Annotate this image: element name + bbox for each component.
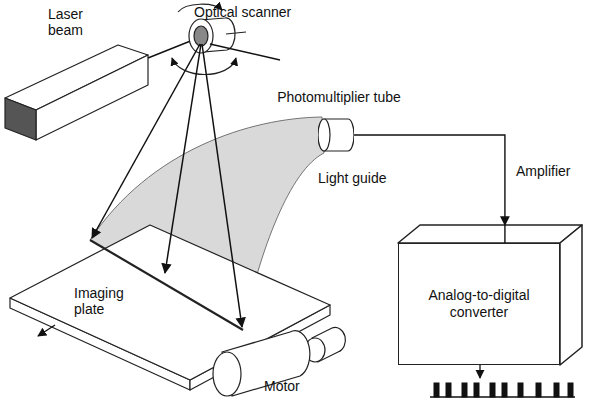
laser-label: Laser beam bbox=[48, 6, 98, 38]
node-text: Photomultiplier tube bbox=[254, 89, 424, 105]
node-text: Analog-to-digital converter bbox=[405, 287, 553, 321]
tube-cylinder bbox=[318, 115, 354, 155]
scanner-label: Optical scanner bbox=[194, 4, 314, 20]
connector-tail bbox=[504, 225, 505, 243]
digital-output bbox=[430, 365, 575, 397]
adc-box-faces bbox=[398, 225, 582, 365]
light-guide-label: Light guide bbox=[318, 170, 408, 186]
laser-beam-line bbox=[148, 40, 193, 58]
laser bbox=[5, 45, 148, 140]
photomultiplier-tube: Photomultiplier tube bbox=[318, 115, 354, 155]
amplifier-label: Amplifier bbox=[516, 163, 596, 179]
motor bbox=[213, 327, 345, 396]
motor-label: Motor bbox=[264, 378, 324, 394]
converter-box: Analog-to-digital converter bbox=[398, 243, 560, 365]
motion-arrow bbox=[38, 325, 55, 336]
plate-label: Imaging plate bbox=[74, 285, 136, 317]
scan-beams bbox=[92, 44, 280, 327]
